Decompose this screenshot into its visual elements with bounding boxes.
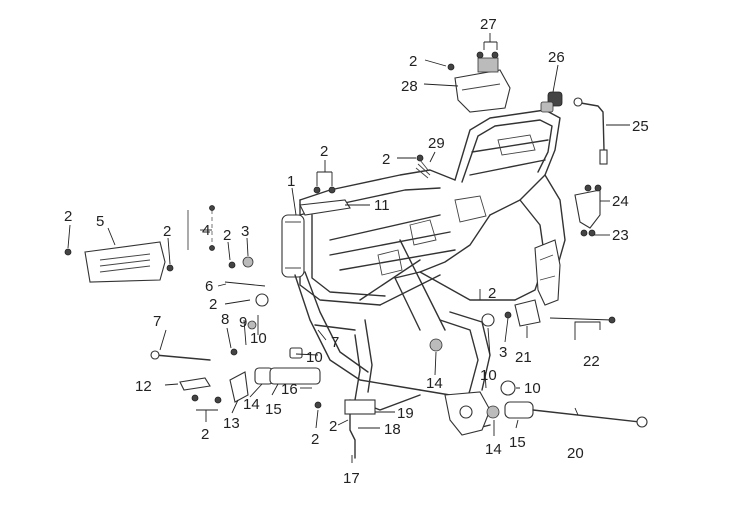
- callout-14: 14: [243, 396, 260, 413]
- callout-16: 16: [281, 381, 298, 398]
- callout-10: 10: [250, 330, 267, 347]
- callout-28: 28: [401, 78, 418, 95]
- callout-12: 12: [135, 378, 152, 395]
- callout-3: 3: [241, 223, 249, 240]
- separate-parts: [64, 51, 648, 459]
- callout-10: 10: [480, 367, 497, 384]
- callout-21: 21: [515, 349, 532, 366]
- callout-4: 4: [202, 222, 210, 239]
- callout-27: 27: [480, 16, 497, 33]
- callout-7: 7: [331, 334, 339, 351]
- callout-2: 2: [223, 227, 231, 244]
- callout-5: 5: [96, 213, 104, 230]
- callout-2: 2: [64, 208, 72, 225]
- callout-20: 20: [567, 445, 584, 462]
- callout-10: 10: [524, 380, 541, 397]
- callout-3: 3: [499, 344, 507, 361]
- callout-2: 2: [329, 418, 337, 435]
- callout-18: 18: [384, 421, 401, 438]
- callout-2: 2: [320, 143, 328, 160]
- main-frame-drawing: [281, 109, 566, 436]
- callout-2: 2: [409, 53, 417, 70]
- callout-11: 11: [374, 197, 390, 214]
- callout-19: 19: [397, 405, 414, 422]
- callout-7: 7: [153, 313, 161, 330]
- callout-2: 2: [163, 223, 171, 240]
- callout-15: 15: [509, 434, 526, 451]
- callout-13: 13: [223, 415, 240, 432]
- callout-29: 29: [428, 135, 445, 152]
- callout-8: 8: [221, 311, 229, 328]
- leader-lines: [67, 33, 630, 463]
- callout-labels: 27 2 28 26 25 29 2 2 1 11 24 23 2 5 4 2 …: [64, 16, 649, 487]
- callout-2: 2: [209, 296, 217, 313]
- callout-1: 1: [287, 173, 295, 190]
- callout-2: 2: [488, 285, 496, 302]
- callout-14: 14: [485, 441, 502, 458]
- callout-9: 9: [239, 314, 247, 331]
- callout-2: 2: [201, 426, 209, 443]
- callout-15: 15: [265, 401, 282, 418]
- callout-6: 6: [205, 278, 213, 295]
- callout-17: 17: [343, 470, 360, 487]
- callout-2: 2: [382, 151, 390, 168]
- callout-22: 22: [583, 353, 600, 370]
- callout-26: 26: [548, 49, 565, 66]
- callout-2: 2: [311, 431, 319, 448]
- callout-10: 10: [306, 349, 323, 366]
- callout-25: 25: [632, 118, 649, 135]
- callout-23: 23: [612, 227, 629, 244]
- callout-14: 14: [426, 375, 443, 392]
- callout-24: 24: [612, 193, 629, 210]
